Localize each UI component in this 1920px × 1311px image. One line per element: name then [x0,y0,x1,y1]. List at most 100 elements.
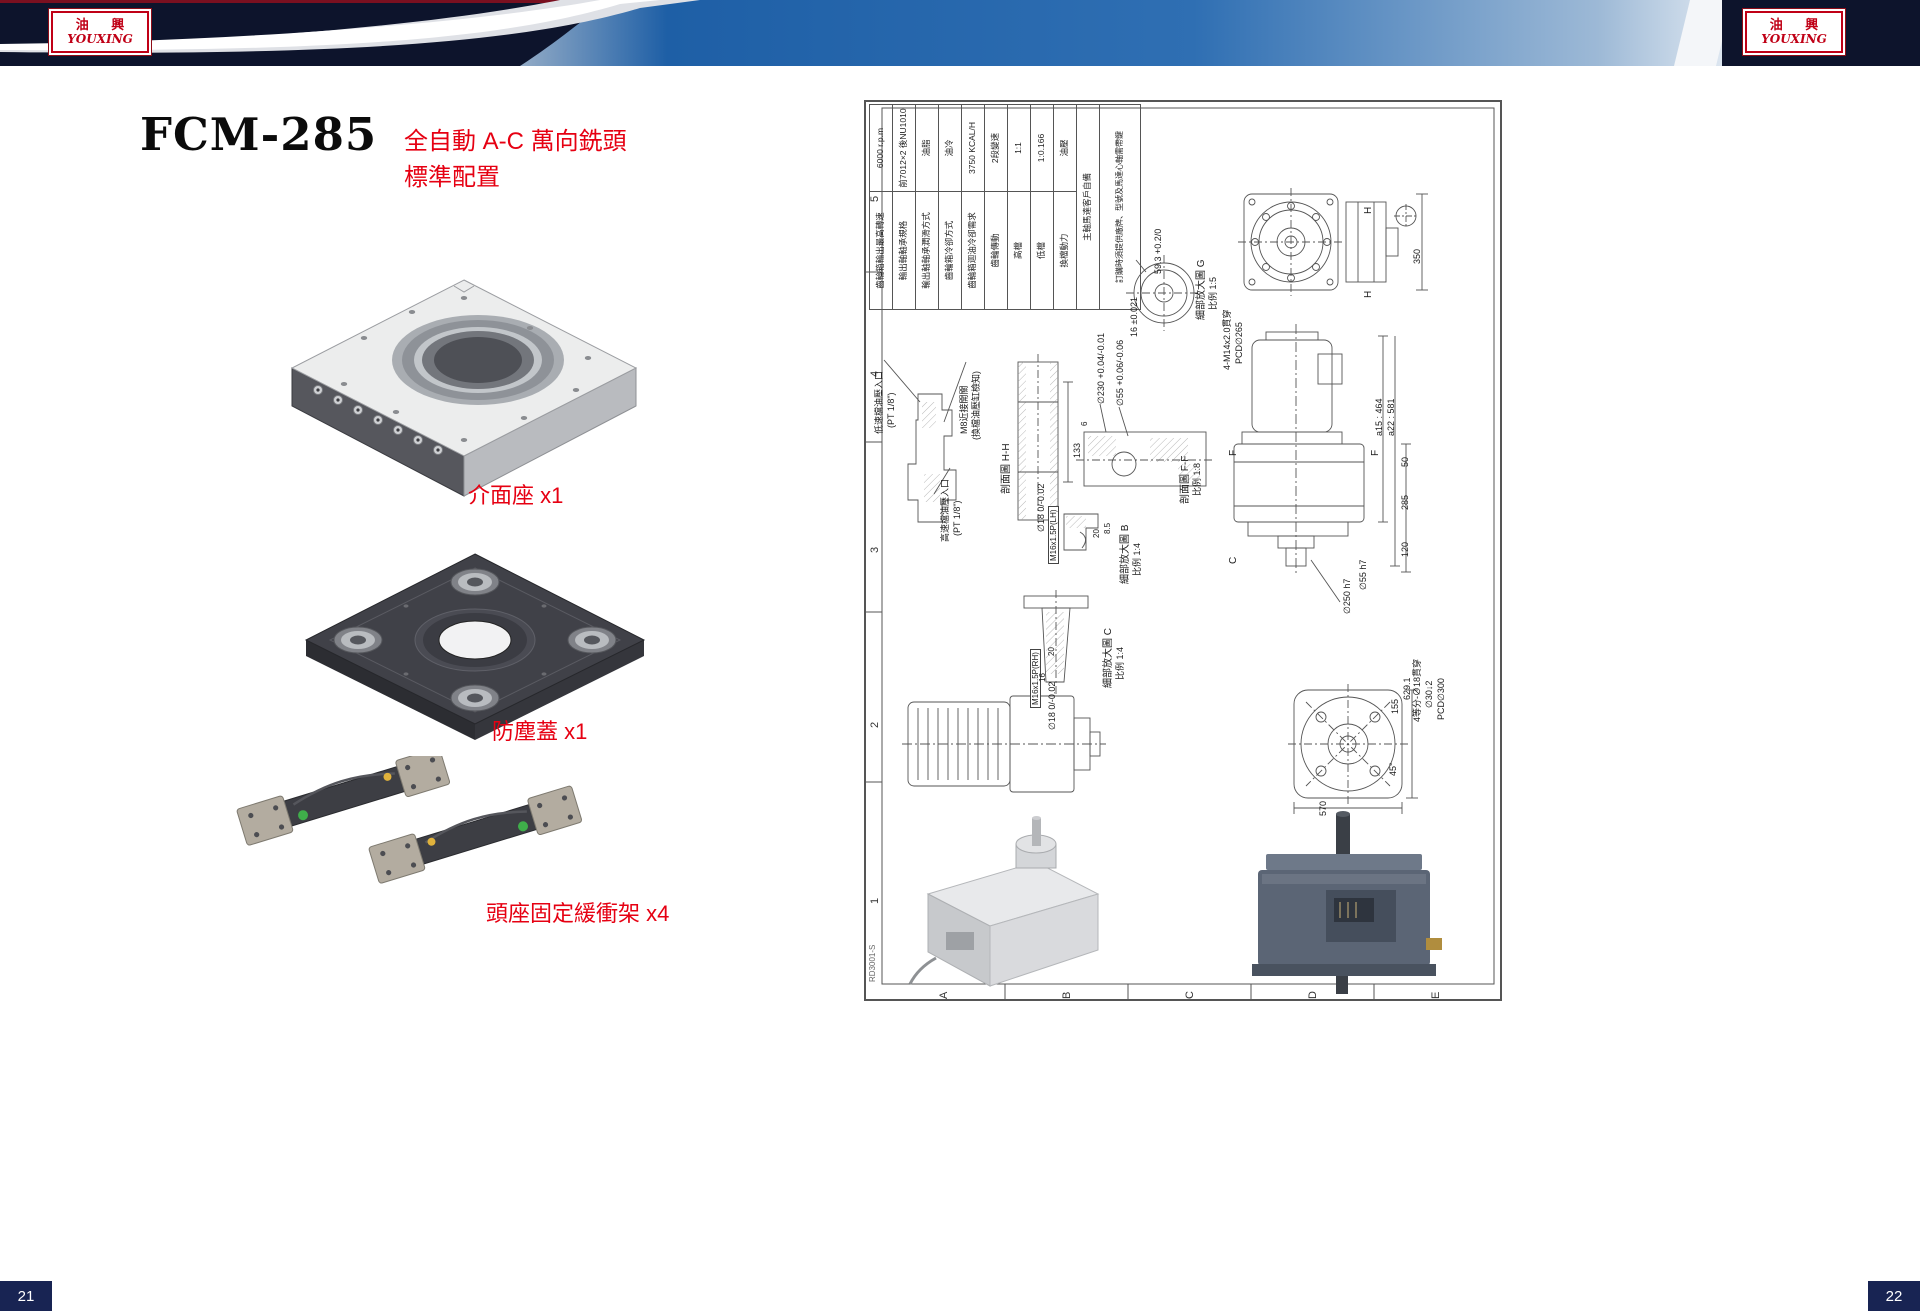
ann-g-bolt: 4-M14x2.0貫穿 [1222,309,1232,370]
ann-m16-lh: M16x1.5P(LH) [1048,506,1060,564]
ann-detail-g-scale: 比例 1:5 [1208,276,1218,310]
header-band: 油 興 YOUXING 油 興 YOUXING [0,0,1920,66]
subtitle-line1: 全自動 A-C 萬向銑頭 [404,128,627,155]
brand-name-cn: 油 興 [75,17,134,33]
part-label-buffer-bracket: 頭座固定緩衝架 x4 [486,901,670,926]
subtitle-line2: 標準配置 [404,164,500,191]
spec-label: 高檔 [1007,191,1031,310]
spec-label: 齒輪箱冷卻方式 [938,191,962,310]
ann-dia55: ∅55 +0.06/-0.06 [1115,339,1125,406]
ann-dim-593: 59.3 +0.2/0 [1153,228,1163,274]
spec-label: 齒輪傳動 [984,191,1008,310]
ann-pcd300: PCD∅300 [1436,678,1446,720]
ann-view-f2: F [1370,449,1381,456]
ann-dia55h7: ∅55 h7 [1358,559,1368,590]
product-subtitle: 全自動 A-C 萬向銑頭 標準配置 [404,124,627,196]
grid-number-4: 4 [869,370,881,377]
spec-value: 前7012×2 後NU1010 [892,104,916,192]
brand-name-en: YOUXING [67,32,133,47]
ann-dim-16t: 16 ±0.021 [1129,297,1139,337]
spec-value: 2段變速 [984,104,1008,192]
ann-dim-45: 45° [1388,762,1398,776]
spec-label: 主軸馬達客戶自備 [1076,104,1100,310]
grid-number-5: 5 [869,195,881,202]
ann-dim-133: 133 [1072,442,1082,458]
ann-high-oil-port: (PT 1/8") [952,500,962,536]
brand-logo-frame: 油 興 YOUXING [1745,11,1843,53]
brand-name-en: YOUXING [1761,32,1827,47]
ann-detail-b-scale: 比例 1:4 [1132,542,1142,576]
photo-render-left [908,816,1100,987]
brand-logo-right: 油 興 YOUXING [1742,8,1846,56]
brand-logo-left: 油 興 YOUXING [48,8,152,56]
ann-detail-c-scale: 比例 1:4 [1115,646,1125,680]
part-label-interface-seat: 介面座 x1 [468,483,564,508]
ann-view-h2: H [1363,290,1374,298]
ann-dia18-lh: ∅18 0/-0.02 [1036,483,1046,532]
spec-label: 低檔 [1030,191,1054,310]
ann-view-h1: H [1363,206,1374,214]
grid-letter-a: A [938,991,950,999]
spec-label: 齒輪箱輸出最高轉速 [869,191,893,310]
interface-seat-render [278,272,650,509]
ann-section-ff-scale: 比例 1:8 [1192,462,1202,496]
ann-dia18-rh: ∅18 0/-0.02 [1047,681,1057,730]
ann-dim-120: 120 [1400,541,1410,557]
brand-logo-frame: 油 興 YOUXING [51,11,149,53]
spec-value: 3750 KCAL/H [961,104,985,192]
grid-number-2: 2 [869,721,881,728]
ann-four-eq: 4等分-∅18貫穿 [1412,658,1422,722]
spec-label: 齒輪箱迴油冷卻需求 [961,191,985,310]
spec-note: 訂購時須提供廠牌、型號及馬達心軸需帶鍵 [1099,104,1141,310]
ann-g-pcd: PCD∅265 [1234,322,1244,364]
spec-label: 換檔動力 [1053,191,1077,310]
ann-dim-16: 16 [1038,673,1047,682]
grid-letter-c: C [1184,991,1196,999]
ann-detail-c: 細部放大圖 C [1103,628,1114,688]
ann-dim-20b: 20 [1092,529,1101,538]
part-label-dust-cover: 防塵蓋 x1 [492,719,588,744]
brand-name-cn: 油 興 [1769,17,1828,33]
ann-view-f1: F [1228,449,1239,456]
spec-value: 1:0.166 [1030,104,1054,192]
ann-four-eq-cbore: ∅30↓2 [1424,680,1434,708]
ann-dia230: ∅230 +0.04/-0.01 [1096,332,1106,404]
dust-cover-render [296,548,654,753]
ann-m8-switch-note: (換檔油壓缸檢知) [971,371,981,440]
spec-label: 輸出軸軸承潤滑方式 [915,191,939,310]
grid-letter-e: E [1430,991,1442,999]
ann-dia250h7: ∅250 h7 [1342,578,1352,614]
drawing-linework [866,107,1495,999]
page-number-right: 22 [1868,1281,1920,1311]
spec-value: 6000 r.p.m [869,104,893,192]
ann-a22: a22 : 581 [1386,398,1396,436]
ann-dim-155: 155 [1390,698,1400,714]
ann-dim-350: 350 [1412,248,1422,264]
ann-section-hh: 剖面圖 H-H [1001,443,1012,494]
spec-label: 輸出軸軸承規格 [892,191,916,310]
ann-low-oil-port: (PT 1/8") [886,392,896,428]
ann-dim-570: 570 [1318,800,1328,816]
ann-dim-6291: 629.1 [1402,677,1412,700]
ann-a15: a15 : 464 [1374,398,1384,436]
drawing-doc-number: RD3001-S [868,944,877,982]
ann-section-ff: 剖面圖 F-F [1180,455,1191,504]
ann-dim-20c: 20 [1047,647,1056,656]
ann-dim-85: 8.5 [1103,522,1112,534]
grid-letter-b: B [1061,991,1073,999]
ann-dim-50: 50 [1400,456,1410,467]
ann-dim-285: 285 [1400,494,1410,510]
corner-clamp-seats [333,568,617,712]
ann-high-oil: 高速檔油壓入口 [940,478,950,542]
spec-value: 油冷 [938,104,962,192]
photo-render-right [1252,811,1442,994]
ann-detail-g: 細部放大圖 G [1196,259,1207,320]
ann-m8-switch: M8近接開關 [959,385,969,434]
grid-letter-d: D [1307,991,1319,999]
ann-view-c1: C [1228,556,1239,564]
grid-number-3: 3 [869,546,881,553]
